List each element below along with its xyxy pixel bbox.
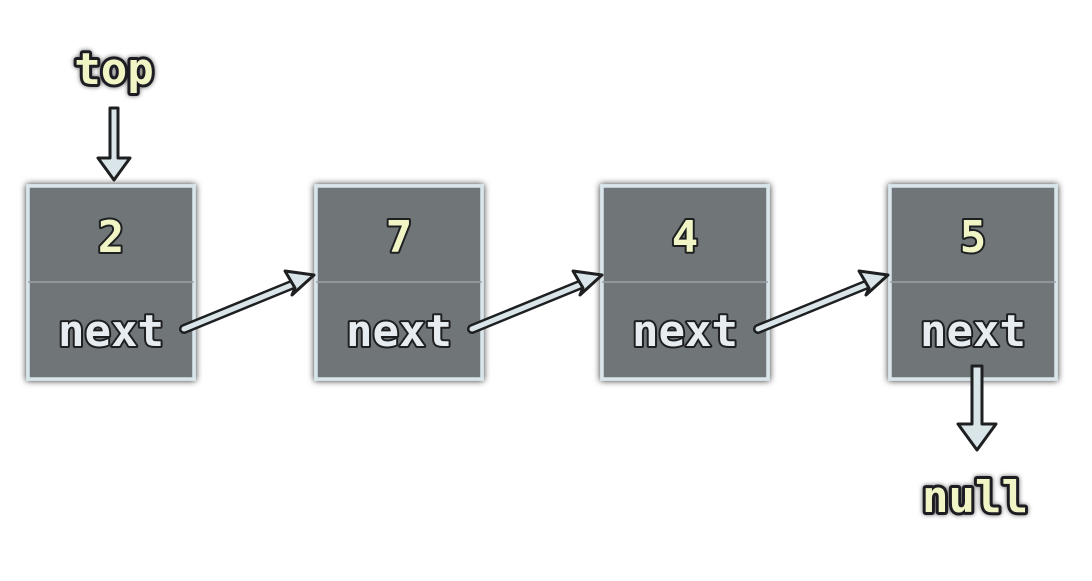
list-node-5: 5 next — [888, 184, 1058, 381]
node-next-field: next — [632, 306, 738, 357]
node-value: 4 — [672, 212, 699, 263]
link-arrow-1 — [179, 269, 316, 334]
list-node-7: 7 next — [314, 184, 484, 381]
top-pointer: top — [71, 41, 157, 182]
node-next-field: next — [58, 306, 164, 357]
top-label: top — [74, 44, 153, 95]
link-arrow-3 — [753, 269, 890, 334]
top-pointer-arrow — [96, 106, 132, 182]
node-next-field: next — [920, 306, 1026, 357]
node-value: 2 — [98, 212, 125, 263]
node-value: 5 — [960, 212, 987, 263]
null-pointer: null — [919, 364, 1031, 526]
null-label: null — [922, 472, 1028, 523]
node-value: 7 — [386, 212, 413, 263]
list-node-4: 4 next — [600, 184, 770, 381]
list-node-2: 2 next — [26, 184, 196, 381]
node-next-field: next — [346, 306, 452, 357]
null-pointer-arrow — [956, 364, 998, 452]
link-arrow-2 — [467, 269, 604, 334]
